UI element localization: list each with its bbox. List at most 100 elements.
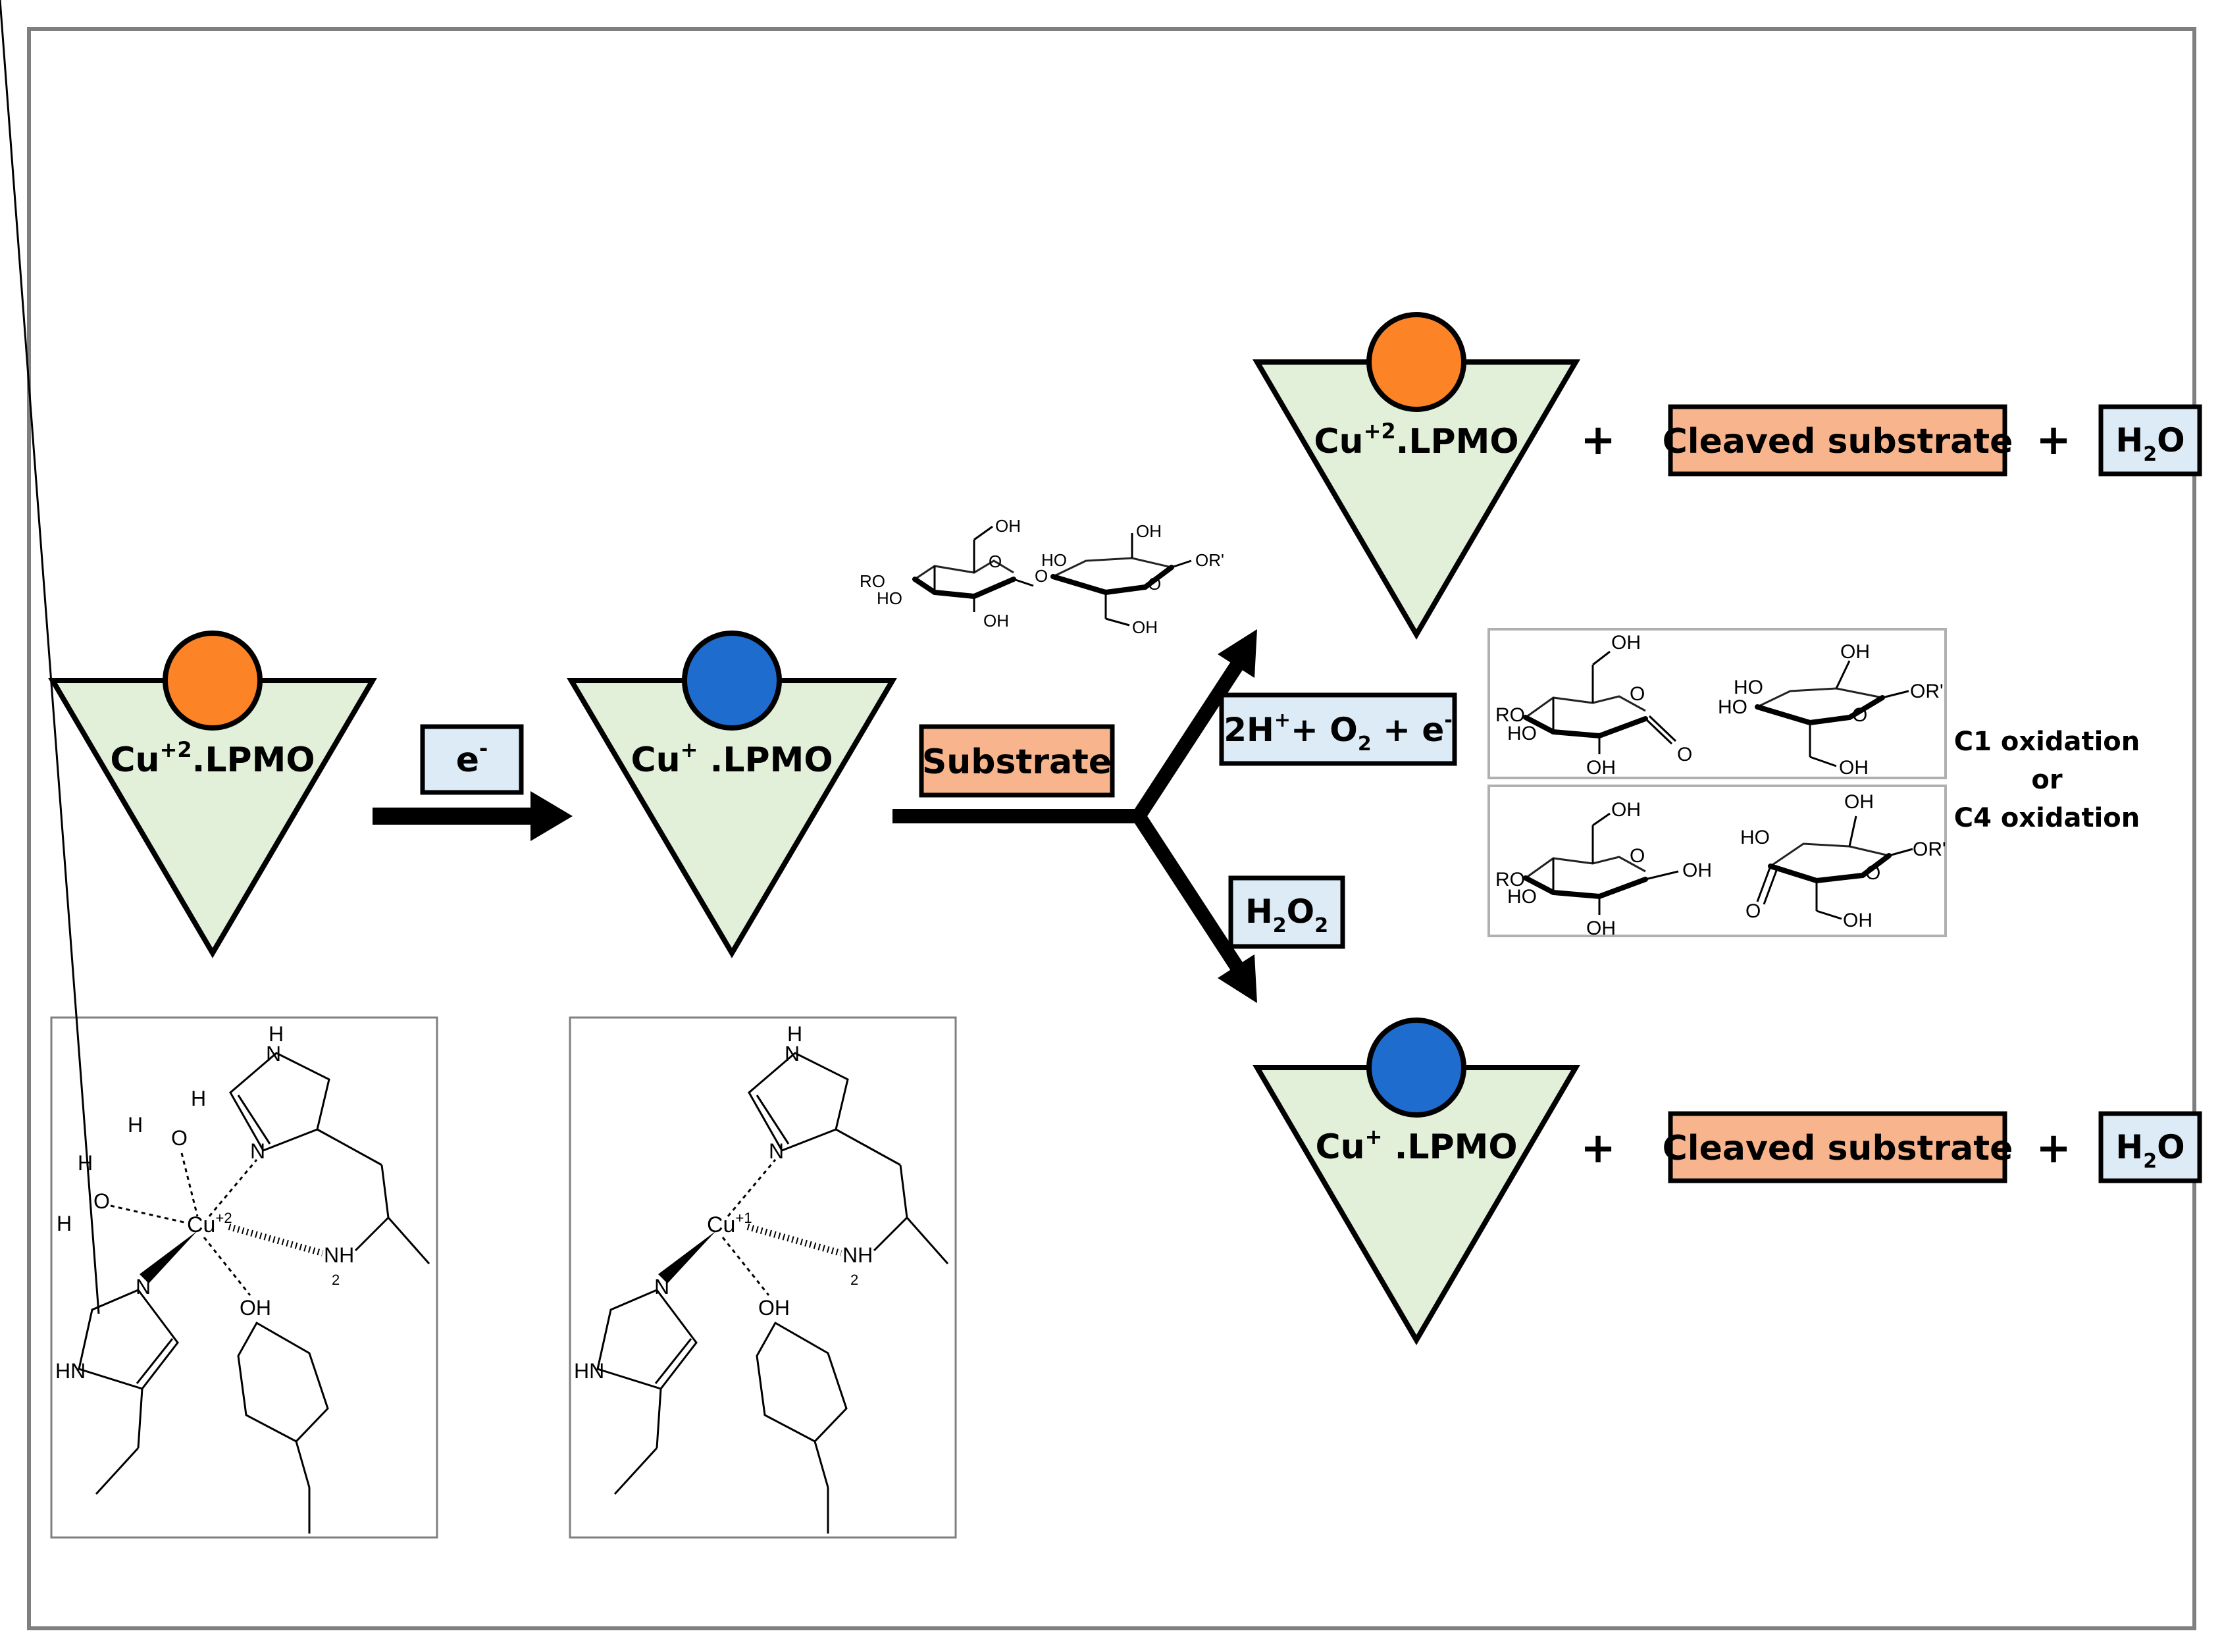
enzyme-label-cu2-left: Cu+2.LPMO <box>110 737 315 780</box>
svg-text:OH: OH <box>240 1296 271 1320</box>
svg-text:RO: RO <box>1495 869 1525 891</box>
enzyme-cu2-left: Cu+2.LPMO <box>48 631 377 958</box>
arrowhead-electron <box>530 791 573 841</box>
enzyme-label-cu1-bottom: Cu+ .LPMO <box>1315 1124 1517 1167</box>
oxidation-c4-label: C4 oxidation <box>1954 803 2140 833</box>
oxidation-products-panel <box>1487 628 1947 937</box>
arrowhead-up <box>1218 629 1257 678</box>
svg-text:O: O <box>1677 744 1692 765</box>
enzyme-cu1-bottom: Cu+ .LPMO <box>1253 1018 1580 1345</box>
substrate-label: Substrate <box>922 742 1112 782</box>
enzyme-cu2-top: Cu+2.LPMO <box>1253 312 1580 640</box>
h2o-box-bottom <box>2098 1111 2202 1183</box>
svg-text:HO: HO <box>877 588 902 608</box>
svg-text:O: O <box>1745 900 1761 922</box>
svg-text:2: 2 <box>332 1272 340 1288</box>
cellobiose-structure: OH O RO HO OH O HO OH O OR' OH <box>860 516 1224 637</box>
svg-text:RO: RO <box>860 571 885 591</box>
svg-text:HO: HO <box>1740 827 1770 848</box>
svg-text:OH: OH <box>995 516 1021 536</box>
active-site-cu1-panel: H N N Cu+1 NH 2 N HN OH <box>569 1016 957 1539</box>
svg-text:HO: HO <box>1718 696 1747 718</box>
cu2-circle-top <box>1366 312 1466 412</box>
cleaved-box-top <box>1668 404 2007 477</box>
o2-path-label: 2H++ O2 + e- <box>1224 709 1453 756</box>
svg-text:OH: OH <box>983 611 1009 631</box>
svg-text:O: O <box>1865 862 1880 884</box>
electron-step: e- <box>373 724 573 841</box>
svg-text:OH: OH <box>1132 617 1158 637</box>
svg-text:HO: HO <box>1041 550 1067 570</box>
svg-text:OH: OH <box>758 1296 790 1320</box>
o2-path-box <box>1219 692 1457 766</box>
substrate-box <box>919 724 1115 798</box>
h2o2-label: H2O2 <box>1245 892 1328 937</box>
cleaved-label-top: Cleaved substrate <box>1663 422 2013 461</box>
svg-text:OH: OH <box>1682 860 1712 881</box>
electron-box <box>420 724 524 795</box>
svg-text:O: O <box>1035 566 1048 586</box>
c4-products-box <box>1487 785 1947 937</box>
svg-text:OH: OH <box>1586 917 1616 939</box>
oxidation-c1-label: C1 oxidation <box>1954 727 2140 757</box>
cleaved-box-bottom <box>1668 1111 2007 1183</box>
enzyme-cu1-mid: Cu+ .LPMO <box>566 631 898 958</box>
h2o-box-top <box>2098 404 2202 477</box>
svg-text:HN: HN <box>55 1359 86 1383</box>
svg-text:OH: OH <box>1840 641 1870 663</box>
svg-text:OH: OH <box>1611 799 1641 821</box>
svg-text:HO: HO <box>1507 886 1537 908</box>
svg-text:H: H <box>787 1022 802 1046</box>
arrowhead-down <box>1218 954 1257 1003</box>
plus-top-1: + <box>1580 416 1616 465</box>
svg-text:2: 2 <box>850 1272 858 1288</box>
svg-text:H: H <box>269 1022 284 1046</box>
h2o-label-top: H2O <box>2115 421 2184 466</box>
svg-text:N: N <box>654 1275 669 1299</box>
svg-text:O: O <box>171 1126 188 1150</box>
cu1-circle-mid <box>682 631 782 731</box>
enzyme-label-cu1-mid: Cu+ .LPMO <box>631 737 833 780</box>
svg-text:N: N <box>769 1139 784 1163</box>
svg-text:O: O <box>1148 574 1161 594</box>
svg-text:OH: OH <box>1611 632 1641 654</box>
svg-text:H: H <box>57 1212 72 1235</box>
svg-text:O: O <box>1630 845 1645 867</box>
svg-text:HN: HN <box>574 1359 604 1383</box>
svg-text:N: N <box>266 1042 281 1066</box>
svg-text:O: O <box>1852 704 1867 726</box>
svg-text:HO: HO <box>1734 677 1763 698</box>
electron-label: e- <box>456 736 488 780</box>
svg-text:OR': OR' <box>1195 550 1224 570</box>
svg-text:OR': OR' <box>1910 681 1944 702</box>
svg-text:O: O <box>989 552 1002 571</box>
svg-text:O: O <box>1630 683 1645 705</box>
svg-text:OH: OH <box>1844 791 1874 813</box>
svg-text:OH: OH <box>1843 910 1873 931</box>
svg-text:OH: OH <box>1839 757 1869 779</box>
c1-product-structures: OH O RO HO OH O HO HO OH O OR' OH <box>1495 632 1944 779</box>
svg-text:H: H <box>78 1151 93 1175</box>
svg-text:N: N <box>136 1275 151 1299</box>
svg-text:N: N <box>250 1139 265 1163</box>
svg-text:H: H <box>128 1113 143 1137</box>
svg-text:OR': OR' <box>1913 839 1946 860</box>
plus-top-2: + <box>2036 416 2071 465</box>
oxidation-or-label: or <box>2031 765 2062 795</box>
c4-product-structures: OH O RO HO OH OH HO OH O OR' O OH <box>1495 791 1946 939</box>
plus-bottom-1: + <box>1580 1124 1616 1173</box>
branch-arrows <box>892 629 1257 1003</box>
svg-text:RO: RO <box>1495 704 1525 726</box>
svg-text:O: O <box>93 1189 110 1213</box>
cleaved-label-bottom: Cleaved substrate <box>1663 1129 2013 1168</box>
svg-text:N: N <box>785 1042 800 1066</box>
active-site-cu2-panel: H N N Cu+2 NH 2 H H O H H O N HN <box>0 0 438 1539</box>
svg-text:NH: NH <box>324 1243 354 1267</box>
cu1-circle-bottom <box>1366 1018 1466 1118</box>
enzyme-label-cu2-top: Cu+2.LPMO <box>1314 419 1518 461</box>
svg-text:HO: HO <box>1507 723 1537 744</box>
plus-bottom-2: + <box>2036 1124 2071 1173</box>
svg-text:H: H <box>191 1087 206 1110</box>
h2o2-box <box>1228 875 1345 949</box>
